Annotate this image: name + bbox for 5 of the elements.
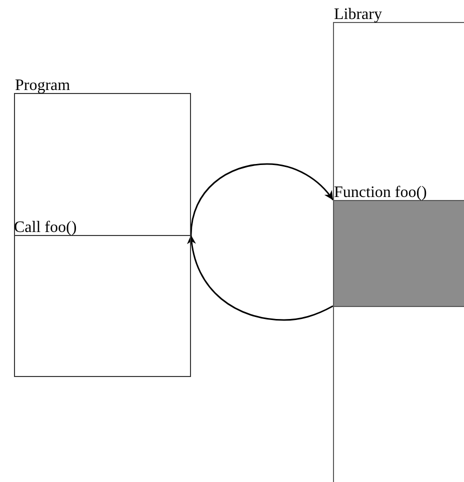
curved-arrow — [190, 163, 334, 236]
node-label: Library — [334, 6, 382, 23]
curved-arrow — [188, 234, 334, 321]
node-label: Program — [15, 77, 70, 94]
node-label: Function foo() — [334, 184, 427, 201]
